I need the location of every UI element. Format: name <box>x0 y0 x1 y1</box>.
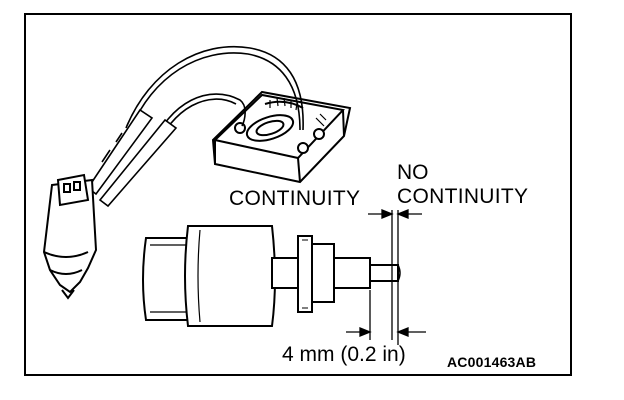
switch-connector-icon <box>42 173 98 300</box>
ohmmeter-icon <box>211 90 352 184</box>
dimension-label: 4 mm (0.2 in) <box>282 343 406 366</box>
no-label: NO <box>397 161 429 184</box>
stoplight-switch-icon <box>142 225 401 327</box>
dimension-arrow-icon <box>346 209 426 345</box>
test-leads-icon <box>86 46 304 208</box>
continuity-label: CONTINUITY <box>229 187 361 210</box>
figure-code: AC001463AB <box>447 354 537 370</box>
no-continuity-label: CONTINUITY <box>397 185 529 208</box>
